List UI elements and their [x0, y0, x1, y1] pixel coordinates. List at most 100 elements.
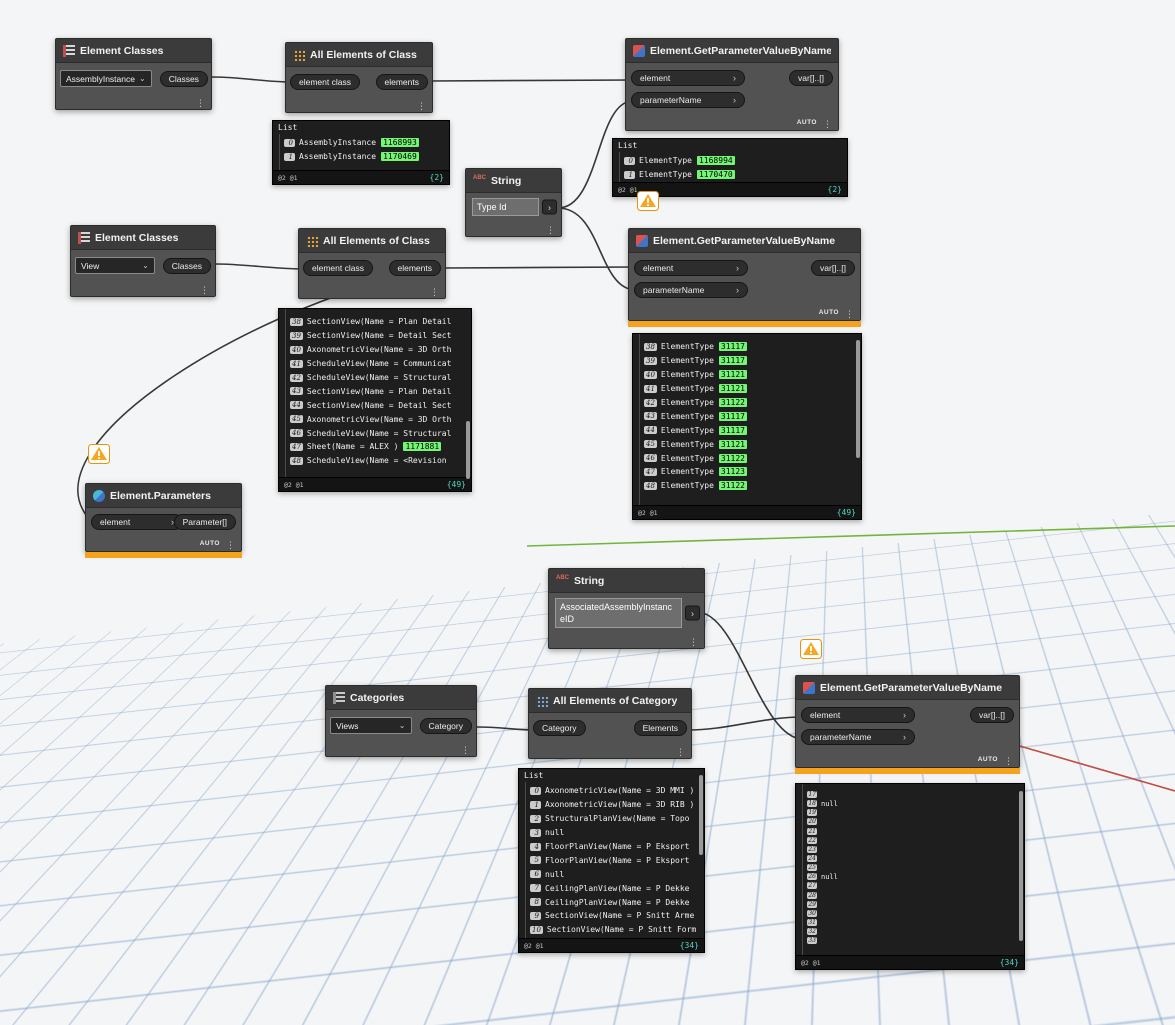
node-menu-icon[interactable] [417, 96, 426, 114]
item-index: 43 [644, 412, 657, 421]
node-menu-icon[interactable] [1004, 751, 1013, 769]
string-output-port[interactable] [542, 199, 557, 215]
input-port-element-class[interactable]: element class [290, 74, 360, 90]
preview-element-types-1[interactable]: List 0 ElementType 1168994 1 ElementType… [612, 138, 848, 197]
class-dropdown[interactable]: View [75, 257, 155, 274]
node-menu-icon[interactable] [676, 742, 685, 760]
node-header[interactable]: ABC String [466, 169, 561, 193]
item-index: 0 [284, 138, 295, 147]
node-menu-icon[interactable] [196, 93, 205, 111]
input-port-element-class[interactable]: element class [303, 260, 373, 276]
string-input[interactable]: AssociatedAssemblyInstanceID [555, 598, 682, 628]
output-port-var[interactable]: var[]..[] [811, 260, 855, 276]
class-dropdown[interactable]: AssemblyInstance [60, 70, 152, 87]
preview-null-values[interactable]: 17 18 null 19 20 [795, 783, 1025, 970]
node-menu-icon[interactable] [430, 282, 439, 300]
node-element-classes-2[interactable]: Element Classes View Classes [70, 225, 216, 297]
list-levels[interactable]: @2 @1 [618, 185, 638, 194]
list-levels[interactable]: @2 @1 [524, 941, 544, 950]
scrollbar-thumb[interactable] [466, 421, 470, 479]
output-port-category[interactable]: Category [419, 717, 472, 734]
preview-category-views[interactable]: List 0 AxonometricView(Name = 3D MMI ) 1… [518, 768, 705, 953]
wire[interactable] [428, 79, 634, 82]
node-header[interactable]: Element.Parameters [86, 484, 241, 508]
preview-views-list[interactable]: 38 SectionView(Name = Plan Detail 39 Sec… [278, 308, 472, 492]
input-port-parametername[interactable]: parameterName [631, 92, 745, 108]
list-levels[interactable]: @2 @1 [284, 480, 304, 489]
node-header[interactable]: Categories [326, 686, 476, 710]
input-port-parametername[interactable]: parameterName [801, 729, 915, 745]
string-input[interactable]: Type Id [472, 198, 539, 216]
node-menu-icon[interactable] [823, 114, 832, 132]
lacing-label[interactable]: AUTO [199, 540, 220, 547]
wire[interactable] [441, 266, 637, 269]
warning-icon[interactable] [637, 191, 659, 216]
node-header[interactable]: ABC String [549, 569, 704, 593]
wire[interactable] [557, 207, 637, 291]
output-port-elements[interactable]: Elements [633, 720, 687, 736]
input-port-element[interactable]: element [634, 260, 748, 276]
node-menu-icon[interactable] [226, 535, 235, 553]
node-all-elements-of-class-1[interactable]: All Elements of Class element class elem… [285, 42, 433, 113]
input-port-element[interactable]: element [631, 70, 745, 86]
list-item: 45 AxonometricView(Name = 3D Orth [290, 412, 467, 426]
node-header[interactable]: All Elements of Category [529, 689, 691, 713]
input-port-parametername[interactable]: parameterName [634, 282, 748, 298]
scrollbar-thumb[interactable] [856, 340, 860, 458]
node-header[interactable]: Element Classes [71, 226, 215, 250]
node-menu-icon[interactable] [845, 304, 854, 322]
output-port-parameter[interactable]: Parameter[] [173, 514, 236, 530]
list-rows: 38 ElementType 31117 39 ElementType 3111… [633, 334, 861, 505]
node-string-2[interactable]: ABC String AssociatedAssemblyInstanceID [548, 568, 705, 649]
input-port-element[interactable]: element [801, 707, 915, 723]
node-element-classes-1[interactable]: Element Classes AssemblyInstance Classes [55, 38, 212, 110]
node-get-parameter-value-2[interactable]: Element.GetParameterValueByName element … [628, 228, 861, 327]
output-port-elements[interactable]: elements [375, 74, 428, 90]
node-string-1[interactable]: ABC String Type Id [465, 168, 562, 237]
scrollbar-thumb[interactable] [699, 775, 703, 855]
string-output-port[interactable] [685, 605, 700, 621]
node-header[interactable]: All Elements of Class [286, 43, 432, 67]
wire[interactable] [215, 263, 307, 270]
input-port-category[interactable]: Category [533, 720, 586, 736]
output-port-elements[interactable]: elements [388, 260, 441, 276]
output-port-classes[interactable]: Classes [162, 257, 211, 274]
node-menu-icon[interactable] [461, 740, 470, 758]
node-header[interactable]: Element.GetParameterValueByName [796, 676, 1019, 700]
node-header[interactable]: All Elements of Class [299, 229, 445, 253]
wire[interactable] [696, 611, 804, 740]
node-menu-icon[interactable] [689, 632, 698, 650]
warning-icon[interactable] [800, 639, 822, 664]
node-get-parameter-value-1[interactable]: Element.GetParameterValueByName element … [625, 38, 839, 131]
wire[interactable] [211, 76, 293, 83]
category-dropdown[interactable]: Views [330, 717, 412, 734]
node-header[interactable]: Element.GetParameterValueByName [629, 229, 860, 253]
item-index: 23 [807, 845, 817, 853]
lacing-label[interactable]: AUTO [977, 756, 998, 763]
preview-element-types-2[interactable]: 38 ElementType 31117 39 ElementType 3111… [632, 333, 862, 520]
node-header[interactable]: Element.GetParameterValueByName [626, 39, 838, 63]
output-port-var[interactable]: var[]..[] [970, 707, 1014, 723]
warning-icon[interactable] [88, 444, 110, 469]
node-get-parameter-value-3[interactable]: Element.GetParameterValueByName element … [795, 675, 1020, 774]
scrollbar-thumb[interactable] [1019, 791, 1023, 941]
preview-footer: @2 @1 {34} [796, 955, 1024, 969]
lacing-label[interactable]: AUTO [818, 309, 839, 316]
output-port-var[interactable]: var[]..[] [789, 70, 833, 86]
node-element-parameters[interactable]: Element.Parameters element Parameter[] A… [85, 483, 242, 558]
output-port-classes[interactable]: Classes [159, 70, 208, 87]
node-categories[interactable]: Categories Views Category [325, 685, 477, 757]
list-levels[interactable]: @2 @1 [278, 173, 298, 182]
wire[interactable] [687, 716, 804, 731]
list-levels[interactable]: @2 @1 [638, 508, 658, 517]
node-all-elements-of-category[interactable]: All Elements of Category Category Elemen… [528, 688, 692, 759]
preview-assembly-instances[interactable]: List 0 AssemblyInstance 1168993 1 Assemb… [272, 120, 450, 185]
node-header[interactable]: Element Classes [56, 39, 211, 63]
lacing-label[interactable]: AUTO [796, 119, 817, 126]
node-menu-icon[interactable] [546, 220, 555, 238]
input-port-element[interactable]: element [91, 514, 183, 530]
node-menu-icon[interactable] [200, 280, 209, 298]
node-all-elements-of-class-2[interactable]: All Elements of Class element class elem… [298, 228, 446, 299]
list-levels[interactable]: @2 @1 [801, 958, 821, 967]
